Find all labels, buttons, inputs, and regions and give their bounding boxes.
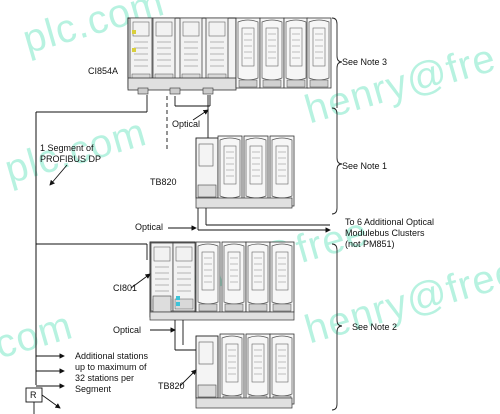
see-note-2-label: See Note 2 <box>352 322 398 332</box>
to6-label-line3: (not PM851) <box>345 239 395 249</box>
see-note-3-label: See Note 3 <box>342 57 388 67</box>
additional-label-line4: Segment <box>75 384 112 394</box>
additional-label-line2: up to maximum of <box>75 362 147 372</box>
top-io-modules <box>235 17 332 89</box>
ci801-cluster <box>149 241 295 321</box>
optical-label-low: Optical <box>113 325 142 335</box>
tb820-top-cluster <box>195 135 295 209</box>
tb820-bottom-label: TB820 <box>158 381 185 391</box>
ci801-label: CI801 <box>113 283 138 293</box>
tb820-top-label: TB820 <box>150 177 177 187</box>
additional-label-line1: Additional stations <box>75 351 149 361</box>
see-note-1-label: See Note 1 <box>342 161 388 171</box>
tb820-bottom-cluster <box>195 333 295 409</box>
ci854a-label: CI854A <box>88 66 119 76</box>
optical-label-top: Optical <box>172 119 201 129</box>
segment-label-line2: PROFIBUS DP <box>40 154 102 164</box>
ci854a-controller-cluster <box>127 17 237 95</box>
to6-label-line1: To 6 Additional Optical <box>345 217 435 227</box>
segment-label-line1: 1 Segment of <box>40 143 94 153</box>
repeater-label: R <box>30 390 37 400</box>
to6-label-line2: Modulebus Clusters <box>345 228 425 238</box>
optical-label-mid: Optical <box>135 222 164 232</box>
additional-label-line3: 32 stations per <box>75 373 135 383</box>
